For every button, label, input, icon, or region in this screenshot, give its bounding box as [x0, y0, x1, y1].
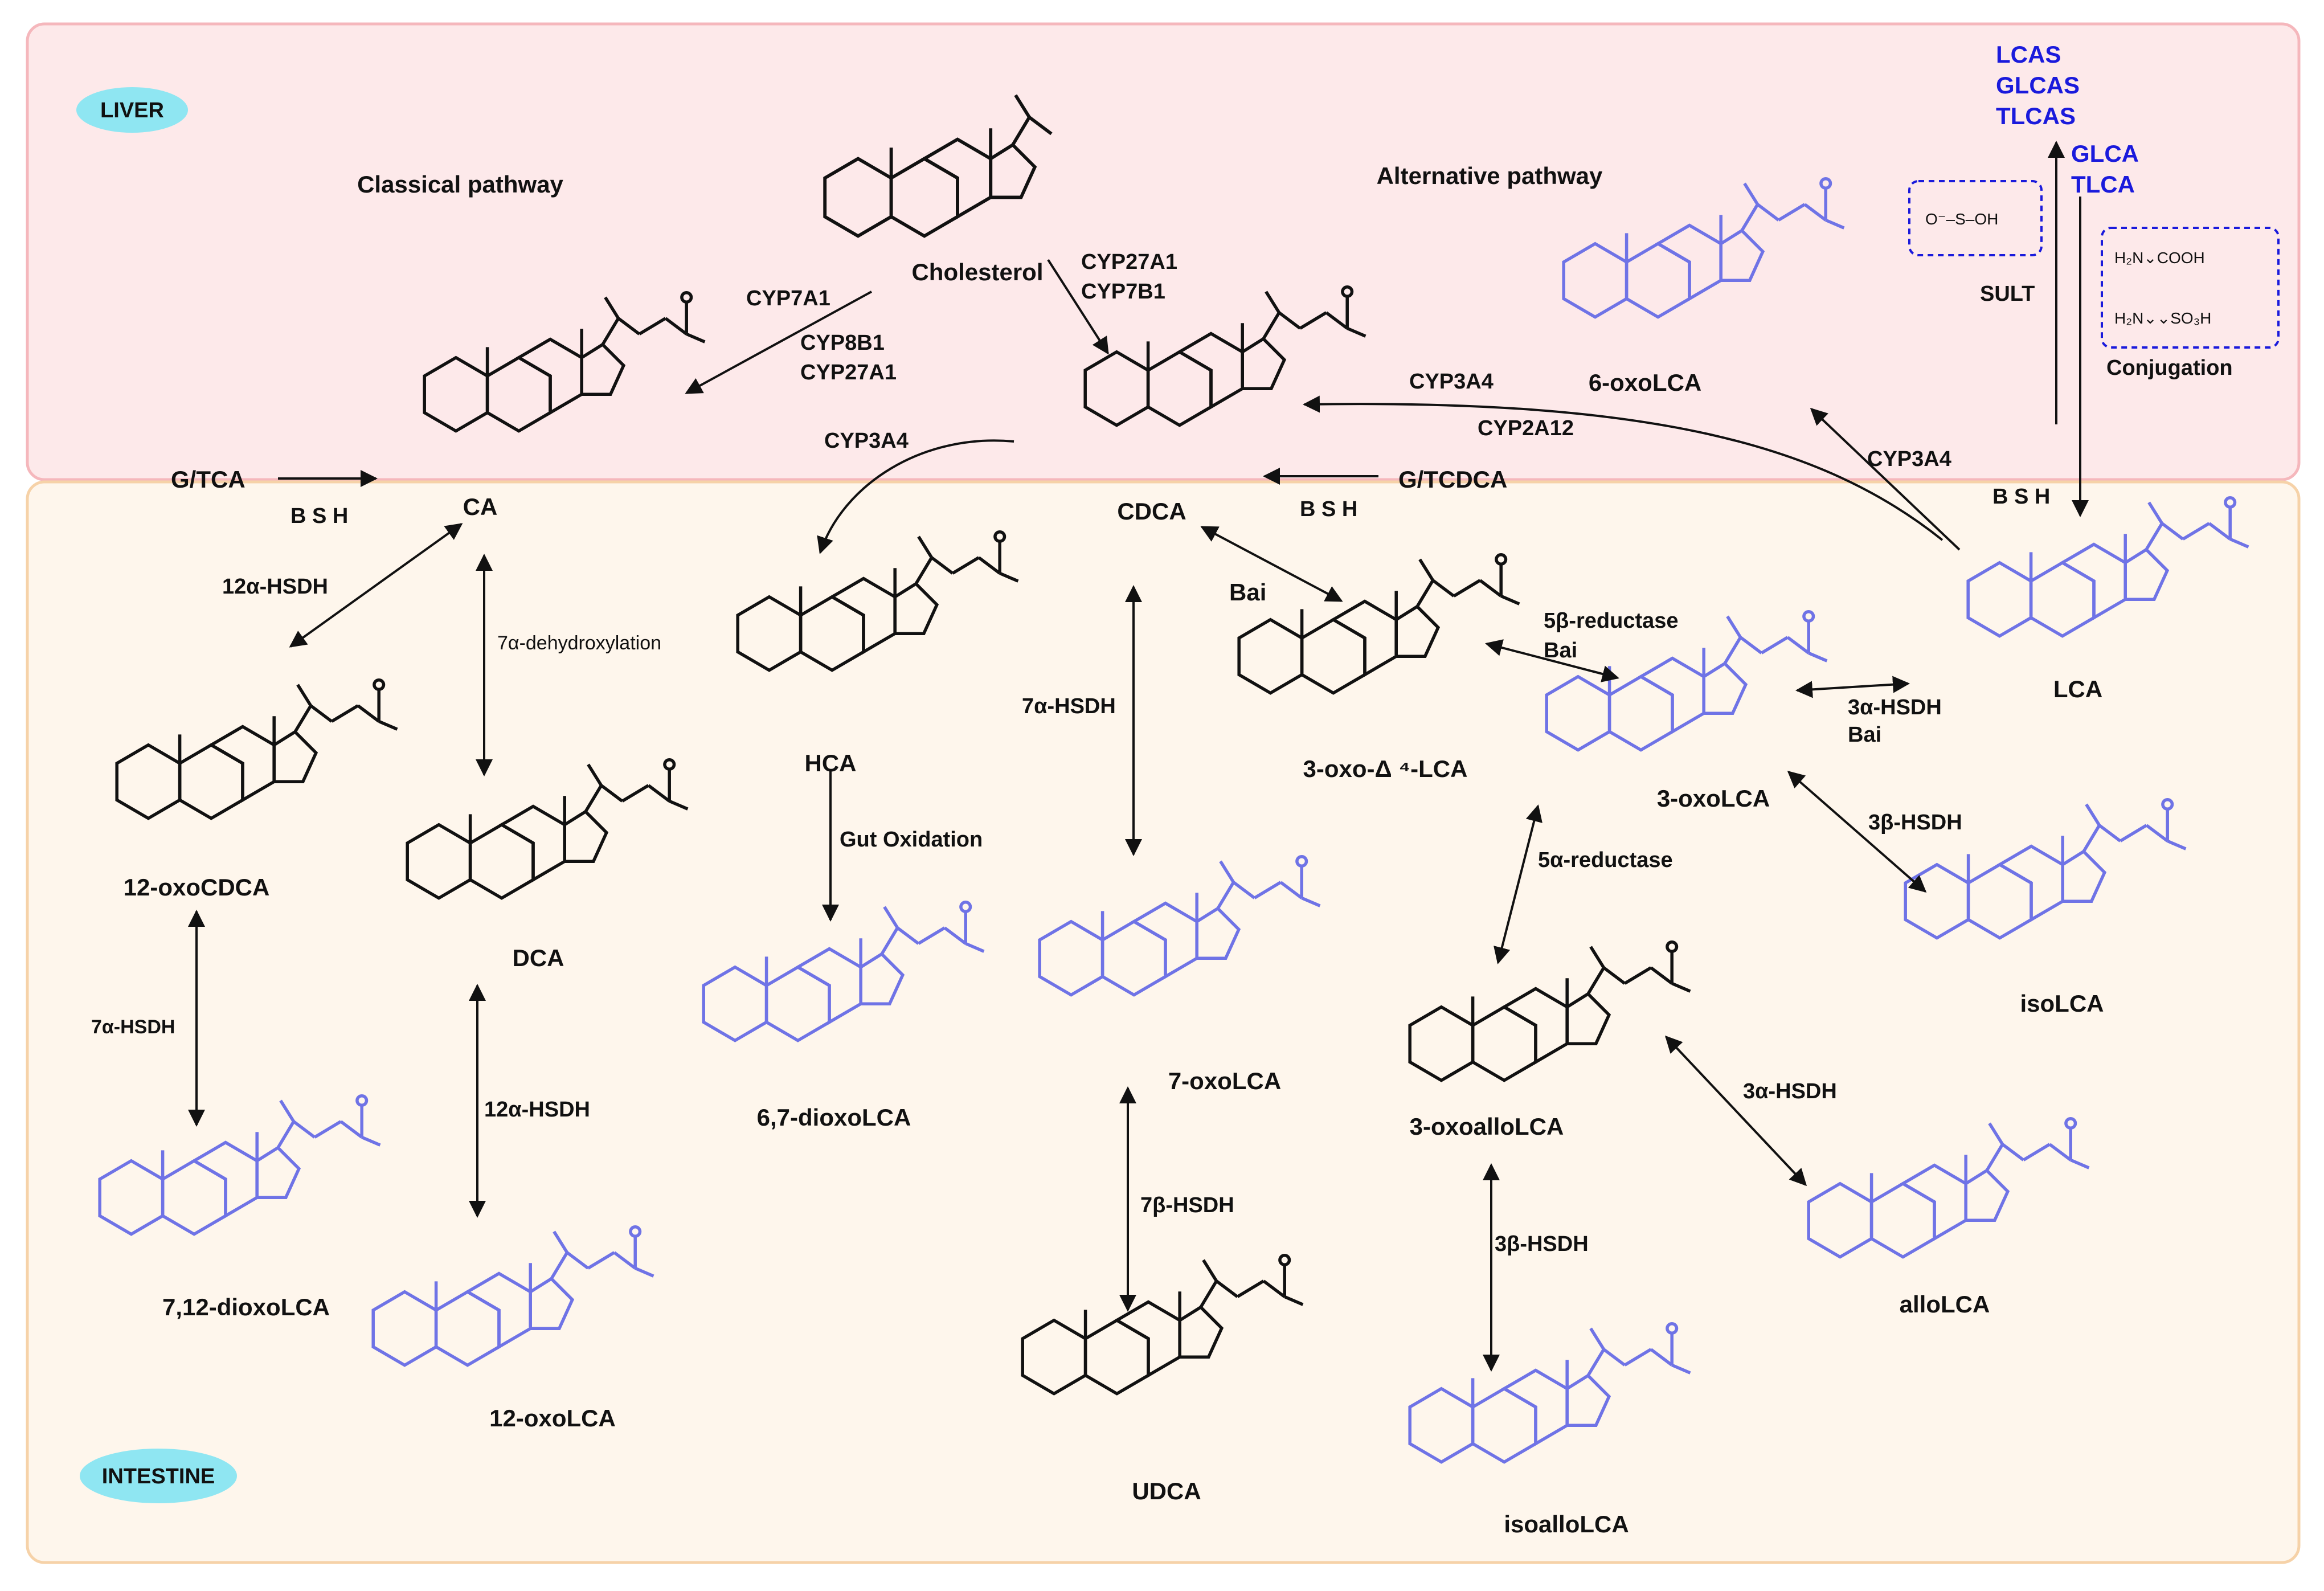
label-12-oxolca: 12-oxoLCA	[489, 1405, 616, 1432]
enzyme-7a-dehydroxylation: 7α-dehydroxylation	[497, 632, 661, 654]
enzyme-bai-3a: Bai	[1848, 723, 1881, 747]
arrow-cholesterol-to-cdca	[1047, 259, 1109, 355]
enzyme-bsh-ca: B S H	[290, 504, 348, 528]
enzyme-7a-hsdh-cdca: 7α-HSDH	[1022, 694, 1116, 718]
liver-label: LIVER	[100, 99, 164, 122]
enzyme-cyp7b1: CYP7B1	[1081, 280, 1165, 304]
sulfate-group-box: O⁻–S–OH	[1908, 180, 2043, 256]
enzyme-12a-hsdh-ca: 12α-HSDH	[222, 575, 328, 599]
alternative-pathway-heading: Alternative pathway	[1377, 162, 1603, 189]
label-isoallolca: isoalloLCA	[1504, 1511, 1629, 1537]
label-3-oxo-delta4-lca: 3-oxo-Δ ⁴-LCA	[1303, 755, 1468, 782]
label-3-oxolca: 3-oxoLCA	[1657, 785, 1770, 812]
label-12-oxocdca: 12-oxoCDCA	[124, 874, 270, 901]
label-7-12-dioxolca: 7,12-dioxoLCA	[162, 1294, 330, 1320]
classical-pathway-heading: Classical pathway	[357, 171, 563, 198]
input-labels: G/TCA G/TCDCA	[171, 466, 1507, 493]
product-tlcas: TLCAS	[1996, 103, 2076, 129]
label-isolca: isoLCA	[2020, 990, 2104, 1017]
arrow-3-oxo-delta4-3-oxolca	[1485, 639, 1619, 682]
conjugation-box: H₂N⌄COOH H₂N⌄⌄SO₃H	[2101, 227, 2280, 349]
enzyme-gut-oxidation: Gut Oxidation	[840, 828, 983, 852]
svg-text:H₂N⌄⌄SO₃H: H₂N⌄⌄SO₃H	[2114, 309, 2211, 327]
enzyme-conjugation: Conjugation	[2106, 356, 2233, 380]
liver-region	[26, 22, 2301, 481]
label-allolca: alloLCA	[1900, 1291, 1990, 1318]
arrow-lca-to-6-oxolca	[1810, 407, 1961, 551]
enzyme-cyp8b1: CYP8B1	[800, 331, 885, 355]
pathway-arrows	[188, 141, 2089, 1372]
enzyme-5a-reductase: 5α-reductase	[1538, 848, 1673, 872]
compound-labels: Cholesterol CA CDCA HCA 12-oxoCDCA DCA 7…	[124, 259, 2104, 1537]
label-7-oxolca: 7-oxoLCA	[1168, 1068, 1281, 1094]
enzyme-7a-hsdh-12-oxocdca: 7α-HSDH	[91, 1016, 175, 1038]
label-ca: CA	[463, 493, 498, 520]
arrow-lca-to-cdca	[1303, 395, 1944, 541]
svg-text:O⁻–S–OH: O⁻–S–OH	[1925, 210, 1998, 228]
arrow-ca-12-oxocdca	[289, 523, 463, 648]
enzyme-7b-hsdh: 7β-HSDH	[1140, 1193, 1234, 1217]
enzyme-labels: CYP7A1 CYP8B1 CYP27A1 CYP27A1 CYP7B1 CYP…	[91, 250, 2233, 1256]
label-6-oxolca: 6-oxoLCA	[1589, 369, 1701, 396]
label-hca: HCA	[805, 750, 857, 776]
enzyme-3a-hsdh-bai: 3α-HSDH	[1848, 696, 1942, 719]
intestine-label: INTESTINE	[102, 1465, 215, 1488]
product-glca: GLCA	[2071, 140, 2139, 167]
arrow-3-oxoallolca-allolca	[1664, 1035, 1807, 1187]
enzyme-bai-cdca: Bai	[1229, 579, 1266, 606]
enzyme-bai-5b: Bai	[1544, 639, 1577, 662]
arrow-cdca-3-oxo-delta4	[1200, 526, 1343, 602]
label-lca: LCA	[2053, 676, 2102, 702]
arrow-cholesterol-to-ca	[685, 291, 872, 394]
svg-text:H₂N⌄COOH: H₂N⌄COOH	[2114, 249, 2205, 267]
enzyme-3a-hsdh-allolca: 3α-HSDH	[1743, 1079, 1837, 1103]
product-tlca: TLCA	[2071, 171, 2135, 198]
enzyme-12a-hsdh-dca: 12α-HSDH	[484, 1098, 590, 1122]
intestine-badge: INTESTINE	[80, 1449, 237, 1503]
enzyme-cyp3a4-lca: CYP3A4	[1409, 370, 1494, 394]
intestine-region	[26, 480, 2301, 1564]
lca-products: LCAS GLCAS TLCAS GLCA TLCA	[1996, 41, 2139, 198]
enzyme-cyp27a1-classical: CYP27A1	[800, 361, 897, 385]
enzyme-cyp27a1-alternative: CYP27A1	[1081, 250, 1177, 274]
product-lcas: LCAS	[1996, 41, 2061, 68]
arrow-3-oxolca-3-oxoallolca	[1494, 804, 1542, 964]
label-cdca: CDCA	[1117, 498, 1186, 525]
arrow-cdca-to-hca	[817, 439, 1014, 554]
enzyme-5b-reductase: 5β-reductase	[1544, 609, 1679, 633]
liver-badge: LIVER	[76, 87, 188, 133]
label-3-oxoallolca: 3-oxoalloLCA	[1410, 1113, 1564, 1140]
enzyme-bsh-lca: B S H	[1992, 485, 2050, 509]
enzyme-cyp2a12: CYP2A12	[1478, 416, 1574, 440]
label-cholesterol: Cholesterol	[911, 259, 1043, 285]
enzyme-cyp7a1: CYP7A1	[746, 287, 830, 310]
enzyme-cyp3a4-6-oxolca: CYP3A4	[1867, 447, 1951, 471]
enzyme-bsh-cdca: B S H	[1300, 497, 1357, 521]
enzyme-3b-hsdh-isoallolca: 3β-HSDH	[1495, 1232, 1589, 1256]
enzyme-3b-hsdh-isolca: 3β-HSDH	[1868, 811, 1962, 835]
arrow-3-oxolca-isolca	[1787, 771, 1927, 893]
label-gtcdca: G/TCDCA	[1398, 466, 1507, 493]
product-glcas: GLCAS	[1996, 72, 2080, 99]
enzyme-cyp3a4-hca: CYP3A4	[824, 429, 909, 453]
enzyme-sult: SULT	[1980, 282, 2035, 306]
label-gtca: G/TCA	[171, 466, 246, 493]
label-6-7-dioxolca: 6,7-dioxoLCA	[757, 1104, 911, 1131]
label-udca: UDCA	[1132, 1478, 1201, 1504]
arrow-3-oxolca-lca	[1795, 676, 1910, 698]
label-dca: DCA	[513, 944, 564, 971]
